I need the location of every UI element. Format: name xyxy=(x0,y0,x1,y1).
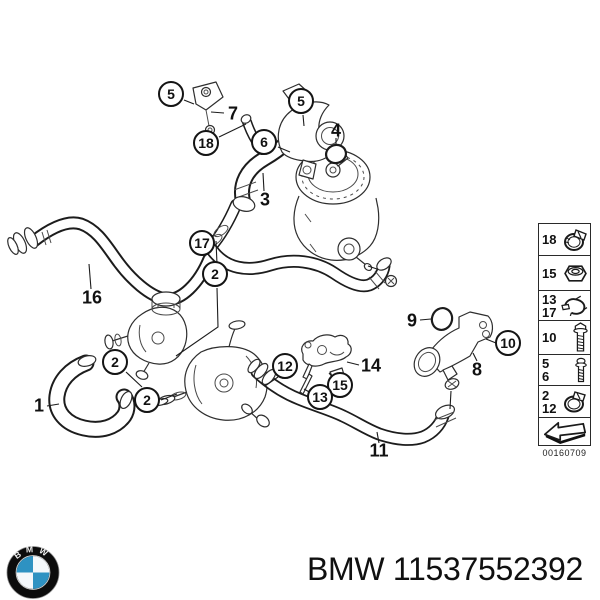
callout-2-thermostat: 2 xyxy=(102,349,128,375)
label-16: 16 xyxy=(81,287,103,308)
direction-arrow-icon xyxy=(542,419,588,444)
hose-2-drawing xyxy=(205,243,398,293)
spring-clip-icon xyxy=(561,295,588,316)
coolant-pipe-8-drawing xyxy=(413,307,494,390)
label-14: 14 xyxy=(360,355,382,376)
legend-number: 18 xyxy=(542,232,557,247)
legend-number: 12 xyxy=(542,400,557,416)
hose-11-drawing xyxy=(247,358,457,446)
water-pump-drawing xyxy=(153,320,270,428)
callout-13: 13 xyxy=(307,384,333,410)
callout-2-pump: 2 xyxy=(134,387,160,413)
legend-number: 5 xyxy=(542,356,550,371)
callout-5-housing: 5 xyxy=(288,88,314,114)
leader-lines xyxy=(46,99,497,444)
legend-row-10: 10 xyxy=(539,321,590,355)
label-1: 1 xyxy=(33,395,45,416)
legend-row-13-17: 13 17 xyxy=(539,291,590,321)
label-4: 4 xyxy=(330,120,342,141)
hose-clamp-icon xyxy=(562,390,588,414)
clip-13-drawing xyxy=(299,373,313,395)
parts-diagram-art xyxy=(7,81,497,446)
label-11: 11 xyxy=(369,440,389,461)
legend-number: 2 xyxy=(542,387,550,403)
outlet-housing-6-drawing xyxy=(277,83,349,180)
label-9: 9 xyxy=(406,310,418,331)
legend-row-arrow xyxy=(539,418,590,445)
bmw-logo: BMW xyxy=(6,545,60,600)
hose-16-drawing xyxy=(7,216,216,306)
legend-number: 13 xyxy=(542,291,557,307)
callout-18: 18 xyxy=(193,130,219,156)
part-title: BMW 11537552392 xyxy=(307,551,583,588)
callout-6: 6 xyxy=(251,129,277,155)
o-ring-9-drawing xyxy=(430,307,454,331)
legend-row-15: 15 xyxy=(539,256,590,291)
legend-number: 6 xyxy=(542,369,550,384)
hose-1-drawing xyxy=(48,354,136,438)
bracket-7-drawing xyxy=(192,81,224,136)
legend-number: 15 xyxy=(542,265,557,281)
legend-number: 10 xyxy=(542,330,557,345)
legend-row-18: 18 xyxy=(539,224,590,256)
callout-2-hose: 2 xyxy=(202,261,228,287)
diagram-code: 00160709 xyxy=(542,448,587,458)
o-ring-4-drawing xyxy=(324,143,348,165)
fasteners-legend: 18 15 1 xyxy=(538,223,591,446)
hose-clamp-icon xyxy=(562,228,588,252)
callout-12: 12 xyxy=(272,353,298,379)
legend-number: 17 xyxy=(542,304,557,320)
thermostat-drawing xyxy=(104,291,188,380)
bracket-14-drawing xyxy=(299,334,352,395)
callout-5-bracket: 5 xyxy=(158,81,184,107)
part-number: 11537552392 xyxy=(392,551,583,587)
legend-row-2-12: 2 12 xyxy=(539,386,590,418)
callout-10: 10 xyxy=(495,330,521,356)
flange-bolt-icon xyxy=(573,322,588,353)
label-3: 3 xyxy=(259,189,271,210)
stud-bolt-icon xyxy=(574,357,588,384)
label-8: 8 xyxy=(471,359,483,380)
callout-17: 17 xyxy=(189,230,215,256)
label-7: 7 xyxy=(227,103,239,124)
brand-name: BMW xyxy=(307,551,385,587)
legend-row-5-6: 5 6 xyxy=(539,355,590,386)
hex-nut-icon xyxy=(563,263,588,284)
